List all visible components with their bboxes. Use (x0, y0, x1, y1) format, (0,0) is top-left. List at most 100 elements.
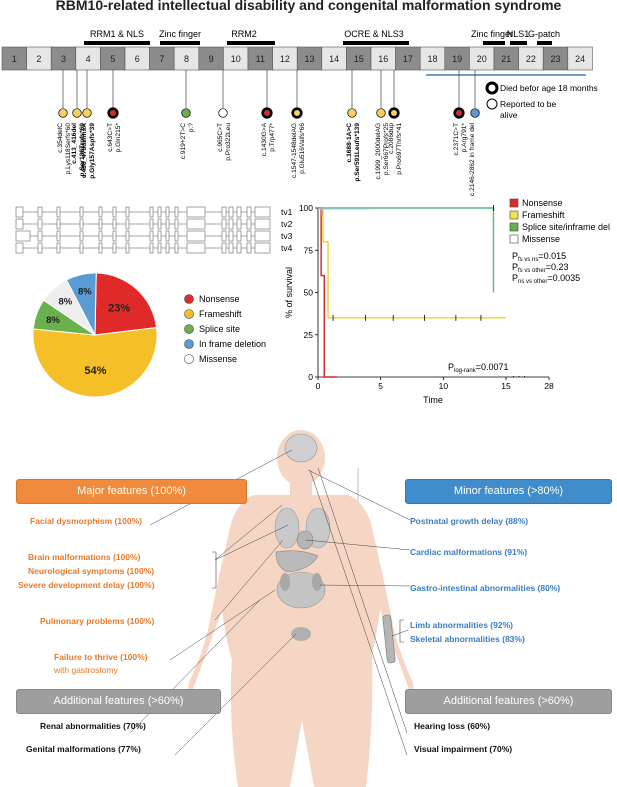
variant-protein-8: p.Ser591Leufs*139 (354, 123, 361, 182)
minor-bracket (399, 619, 404, 643)
transcript-exon-2-1 (37, 218, 43, 230)
transcript-exon-4-11 (186, 242, 206, 254)
exon-label-16: 16 (378, 54, 388, 64)
pie-slice-in-frame-deletion (65, 272, 97, 336)
brain-icon (284, 433, 318, 463)
variant-marker-3 (107, 107, 119, 119)
domain-label-4: Zinc finger (471, 29, 513, 39)
transcript-exon-3-6 (125, 230, 130, 242)
exon-label-3: 3 (61, 54, 66, 64)
died-label: Died befor age 18 months (500, 83, 598, 93)
connector-line-11 (317, 467, 408, 734)
domain-bar-2 (227, 41, 275, 45)
variant-protein-4: p.? (188, 123, 195, 132)
pie-legend-marker-4 (184, 354, 194, 364)
bladder-icon (291, 627, 311, 641)
variant-protein-6: p.Trp477* (269, 123, 276, 152)
transcript-exon-2-5 (112, 218, 117, 230)
exon-label-12: 12 (280, 54, 290, 64)
survival-ytick-label-4: 0 (308, 372, 313, 382)
pie-legend-marker-0 (184, 294, 194, 304)
liver-icon (275, 550, 319, 573)
transcript-exon-2-3 (79, 218, 84, 230)
figure-title: RBM10-related intellectual disability an… (55, 0, 562, 13)
major-features-header: Major features (100%) (16, 479, 247, 504)
transcript-exon-3-16 (254, 230, 271, 242)
survival-legend-marker-2 (509, 222, 519, 232)
domain-label-1: Zinc finger (159, 29, 201, 39)
pie-legend-label-1: Frameshift (199, 309, 242, 319)
pie-legend-label-2: Splice site (199, 324, 240, 334)
minor-feature-limb: Limb abnormalities (92%) (410, 620, 513, 630)
exon-label-24: 24 (575, 54, 585, 64)
exon-label-18: 18 (427, 54, 437, 64)
variant-cdna-12: c.2146-2862 in frame del (469, 122, 476, 195)
transcript-exon-4-1 (37, 242, 43, 254)
exon-label-19: 19 (452, 54, 462, 64)
transcript-exon-1-8 (157, 206, 162, 218)
exon-label-13: 13 (304, 54, 314, 64)
connector-line-2 (214, 504, 283, 561)
transcript-exon-2-6 (125, 218, 130, 230)
exon-label-11: 11 (256, 54, 265, 64)
domain-label-6: G-patch (528, 29, 560, 39)
variant-cdna-6: c.1430G>A (261, 122, 268, 156)
variant-protein-3: p.Gln215* (115, 123, 122, 153)
transcript-exon-3-2 (56, 230, 61, 242)
variant-marker-5 (218, 108, 228, 118)
domain-bar-0 (84, 41, 150, 45)
domain-bar-4 (483, 41, 505, 45)
variant-cdna-10: c.2086dup (388, 123, 395, 154)
pie-legend-marker-2 (184, 324, 194, 334)
transcript-exon-4-9 (165, 242, 170, 254)
major-bracket (212, 551, 217, 589)
transcript-exon-1-10 (174, 206, 179, 218)
transcript-exon-2-4 (98, 218, 103, 230)
survival-xtick-label-4: 28 (544, 381, 554, 391)
transcript-exon-4-14 (236, 242, 242, 254)
minor-features-header: Minor features (>80%) (405, 479, 612, 504)
transcript-exon-2-13 (228, 218, 234, 230)
transcript-exon-2-9 (165, 218, 170, 230)
alive-label-line1: Reported to be (500, 99, 557, 109)
pie-label-4: 8% (78, 287, 92, 298)
survival-pvalue-2: Pns vs other=0.0035 (512, 273, 580, 285)
pie-chart: 23%54%8%8%8% (32, 272, 158, 398)
transcript-exon-4-13 (228, 242, 234, 254)
transcript-exon-2-2 (56, 218, 61, 230)
variant-marker-9 (376, 108, 386, 118)
exon-label-20: 20 (477, 54, 487, 64)
pie-legend-label-3: In frame deletion (199, 339, 266, 349)
variant-marker-6 (261, 107, 273, 119)
connector-line-1 (214, 524, 289, 561)
transcript-exon-3-11 (186, 230, 206, 242)
major-feature-gastrostomy: with gastrostomy (54, 665, 118, 675)
exon-label-15: 15 (354, 54, 364, 64)
survival-series-3 (318, 207, 323, 217)
transcript-exon-1-9 (165, 206, 170, 218)
additional-feature-genital: Genital malformations (77%) (26, 744, 141, 754)
transcript-exon-4-8 (157, 242, 162, 254)
survival-ytick-label-1: 75 (304, 245, 314, 255)
left-lung-icon (274, 507, 300, 549)
variant-cdna-7: c.1547-1548delAG (291, 123, 298, 178)
variant-marker-0 (58, 108, 68, 118)
variant-cdna-11: c.2371C>T (453, 123, 460, 155)
connector-line-3 (214, 539, 284, 621)
additional-features-right-header: Additional features (>60%) (405, 689, 612, 714)
variant-marker-10 (388, 107, 400, 119)
transcript-exon-4-2 (56, 242, 61, 254)
domain-label-0: RRM1 & NLS (90, 29, 144, 39)
exon-label-4: 4 (86, 54, 91, 64)
variant-protein-11: p.Arg791* (461, 123, 468, 153)
transcript-exon-4-0 (15, 242, 24, 254)
transcript-exon-3-10 (174, 230, 179, 242)
transcript-exon-1-14 (236, 206, 242, 218)
transcript-exon-3-8 (157, 230, 162, 242)
